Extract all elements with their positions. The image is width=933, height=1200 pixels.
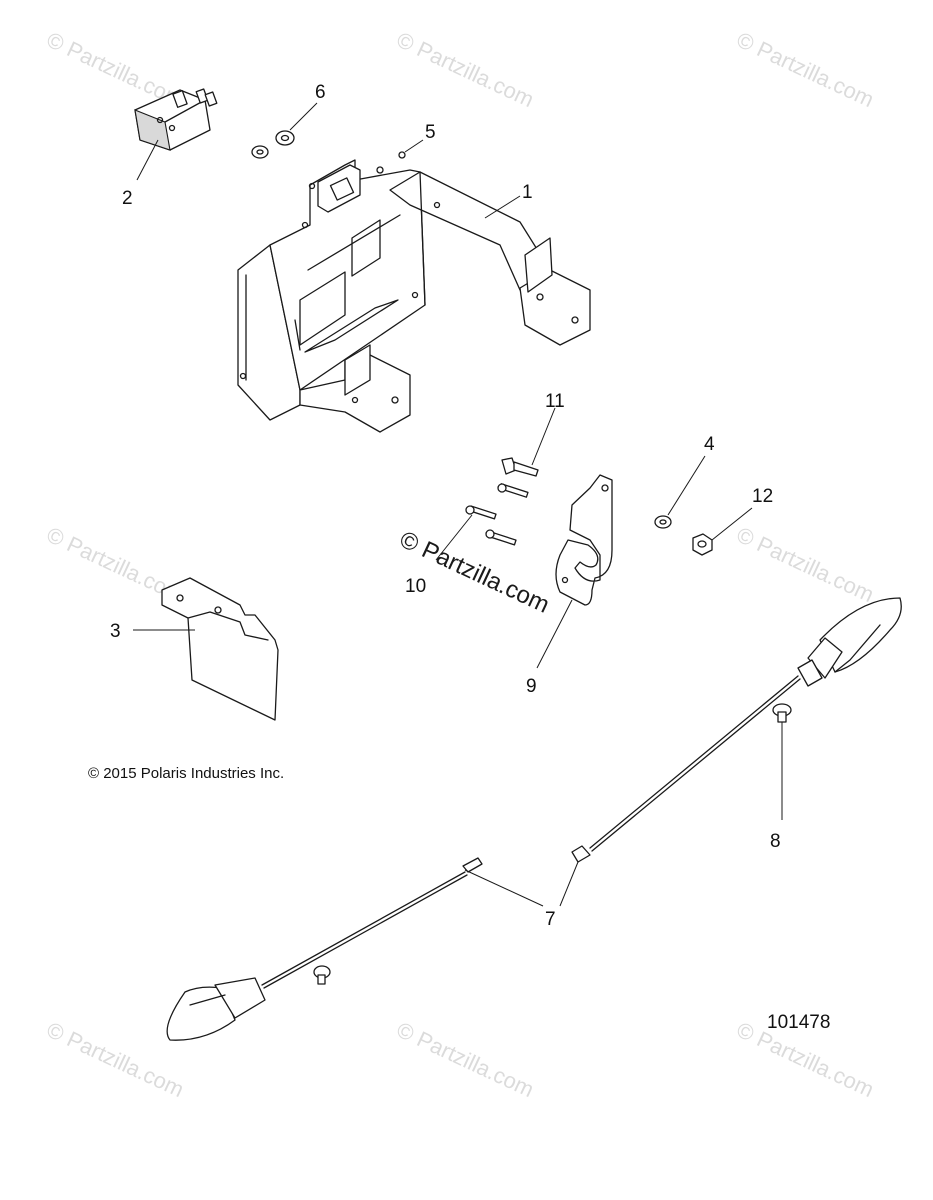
nut-part-5 bbox=[376, 151, 406, 174]
callout-6: 6 bbox=[315, 82, 326, 103]
callout-numbers: 1 2 3 4 5 6 7 8 9 10 11 12 bbox=[110, 82, 781, 930]
nut-part-12 bbox=[692, 533, 713, 556]
leader-lines bbox=[133, 102, 783, 907]
callout-10: 10 bbox=[405, 576, 426, 597]
turn-signal-part-7 bbox=[166, 597, 902, 1041]
nut-part-6 bbox=[251, 130, 295, 159]
figure-number: 101478 bbox=[767, 1012, 830, 1033]
bracket-part-9 bbox=[555, 474, 613, 606]
watermark: © Partzilla.com bbox=[733, 522, 878, 607]
callout-4: 4 bbox=[704, 434, 715, 455]
callout-2: 2 bbox=[122, 188, 133, 209]
center-watermark: © Partzilla.com bbox=[395, 526, 553, 619]
callout-11: 11 bbox=[545, 391, 565, 412]
rivet-part-8 bbox=[772, 703, 792, 723]
callout-12: 12 bbox=[752, 486, 773, 507]
washer-part-4 bbox=[654, 515, 672, 529]
callout-7: 7 bbox=[545, 909, 556, 930]
shield-part-3 bbox=[161, 577, 279, 721]
watermark: © Partzilla.com bbox=[733, 27, 878, 112]
callout-1: 1 bbox=[522, 182, 533, 203]
screws-part-10 bbox=[465, 483, 529, 546]
watermark: © Partzilla.com bbox=[393, 27, 538, 112]
bolt-part-11 bbox=[501, 457, 539, 477]
callout-3: 3 bbox=[110, 621, 121, 642]
watermark: © Partzilla.com bbox=[43, 1017, 188, 1102]
callout-9: 9 bbox=[526, 676, 537, 697]
bracket-part-1 bbox=[237, 159, 591, 433]
callout-5: 5 bbox=[425, 122, 436, 143]
watermark: © Partzilla.com bbox=[393, 1017, 538, 1102]
copyright-notice: © 2015 Polaris Industries Inc. bbox=[88, 765, 284, 782]
relay-part-2 bbox=[134, 88, 218, 151]
callout-8: 8 bbox=[770, 831, 781, 852]
